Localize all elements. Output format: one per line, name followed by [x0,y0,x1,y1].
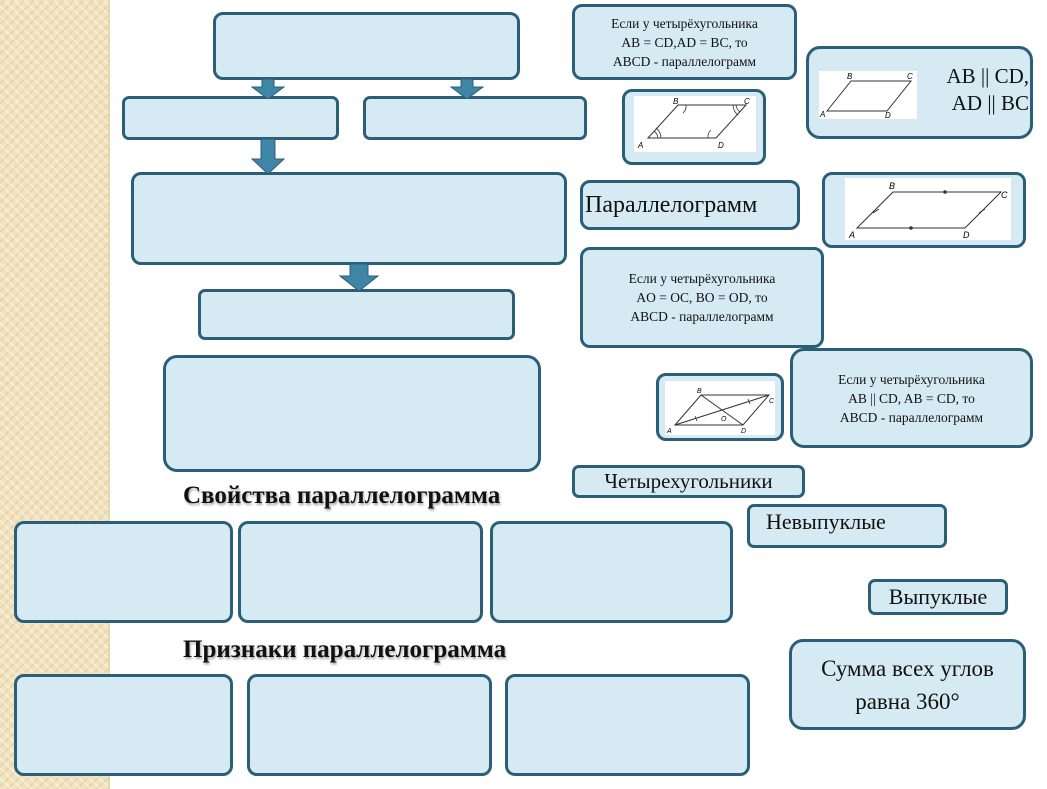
card-equal-sides-figure[interactable]: A B C D [822,172,1026,248]
flow-right-box[interactable] [363,96,587,140]
card-nonconvex[interactable]: Невыпуклые [747,504,947,548]
property-box-1[interactable] [14,521,233,623]
property-box-3[interactable] [490,521,733,623]
card-convex[interactable]: Выпуклые [868,579,1008,615]
card-parallel-equal-text: Если у четырёхугольника AB || CD, AB = C… [838,371,985,425]
flow-top-box[interactable] [213,12,520,80]
card-parallel-equal[interactable]: Если у четырёхугольника AB || CD, AB = C… [790,348,1033,448]
parallelogram-figure-3: A B C D [845,178,1011,240]
card-parallelogram-text: Параллелограмм [585,191,758,218]
card-quadrilaterals[interactable]: Четырехугольники [572,465,805,498]
card-diagonals-bisect[interactable]: Если у четырёхугольника AO = OC, BO = OD… [580,247,824,348]
parallelogram-figure-4: A B C D O [665,381,775,435]
card-parallel-sides-text: AB || CD, AD || BC [946,64,1029,115]
label-D: D [718,141,724,150]
heading-properties: Свойства параллелограмма [183,482,501,509]
arrow-down-3 [251,139,285,175]
label-C: C [744,97,750,106]
card-diagonals-bisect-text: Если у четырёхугольника AO = OC, BO = OD… [628,271,776,324]
arrow-down-4 [339,264,379,292]
label-A: A [848,230,855,240]
card-angle-sum-text: Сумма всех углов равна 360° [821,655,994,714]
card-diagonals-figure[interactable]: A B C D O [656,373,784,441]
heading-signs: Признаки параллелограмма [183,636,507,663]
flow-lower-box[interactable] [198,289,515,340]
label-A: A [666,428,672,435]
card-angles-figure[interactable]: A B C D [622,89,766,165]
card-quadrilaterals-text: Четырехугольники [604,469,773,493]
sidebar-edge [108,0,110,789]
sign-box-3[interactable] [505,674,750,776]
label-C: C [1001,190,1008,200]
arrow-down-1 [251,79,285,99]
label-A: A [819,110,825,119]
card-convex-text: Выпуклые [888,584,988,609]
card-parallel-sides[interactable]: A B C D AB || CD, AD || BC [806,46,1033,139]
sign-box-1[interactable] [14,674,233,776]
label-B: B [847,72,853,81]
label-B: B [889,181,895,191]
label-B: B [673,97,679,106]
decorative-sidebar [0,0,108,789]
card-parallelogram[interactable]: Параллелограмм [580,180,800,230]
card-sides-equal[interactable]: Если у четырёхугольника AB = CD,AD = BC,… [572,4,797,80]
label-D: D [741,428,746,435]
label-C: C [907,72,913,81]
label-D: D [885,111,891,119]
flow-left-box[interactable] [122,96,339,140]
label-B: B [697,388,702,395]
parallelogram-figure-1: A B C D [819,71,917,120]
sign-box-2[interactable] [247,674,492,776]
label-A: A [637,141,643,150]
flow-middle-box[interactable] [131,172,567,265]
card-sides-equal-text: Если у четырёхугольника AB = CD,AD = BC,… [611,15,758,69]
label-C: C [769,398,775,405]
card-nonconvex-text: Невыпуклые [766,509,886,534]
parallelogram-figure-2: A B C D [634,96,756,152]
label-O: O [721,416,727,423]
property-box-2[interactable] [238,521,483,623]
flow-bottom-box[interactable] [163,355,541,472]
arrow-down-2 [450,79,484,99]
card-angle-sum[interactable]: Сумма всех углов равна 360° [789,639,1026,730]
label-D: D [963,230,970,240]
